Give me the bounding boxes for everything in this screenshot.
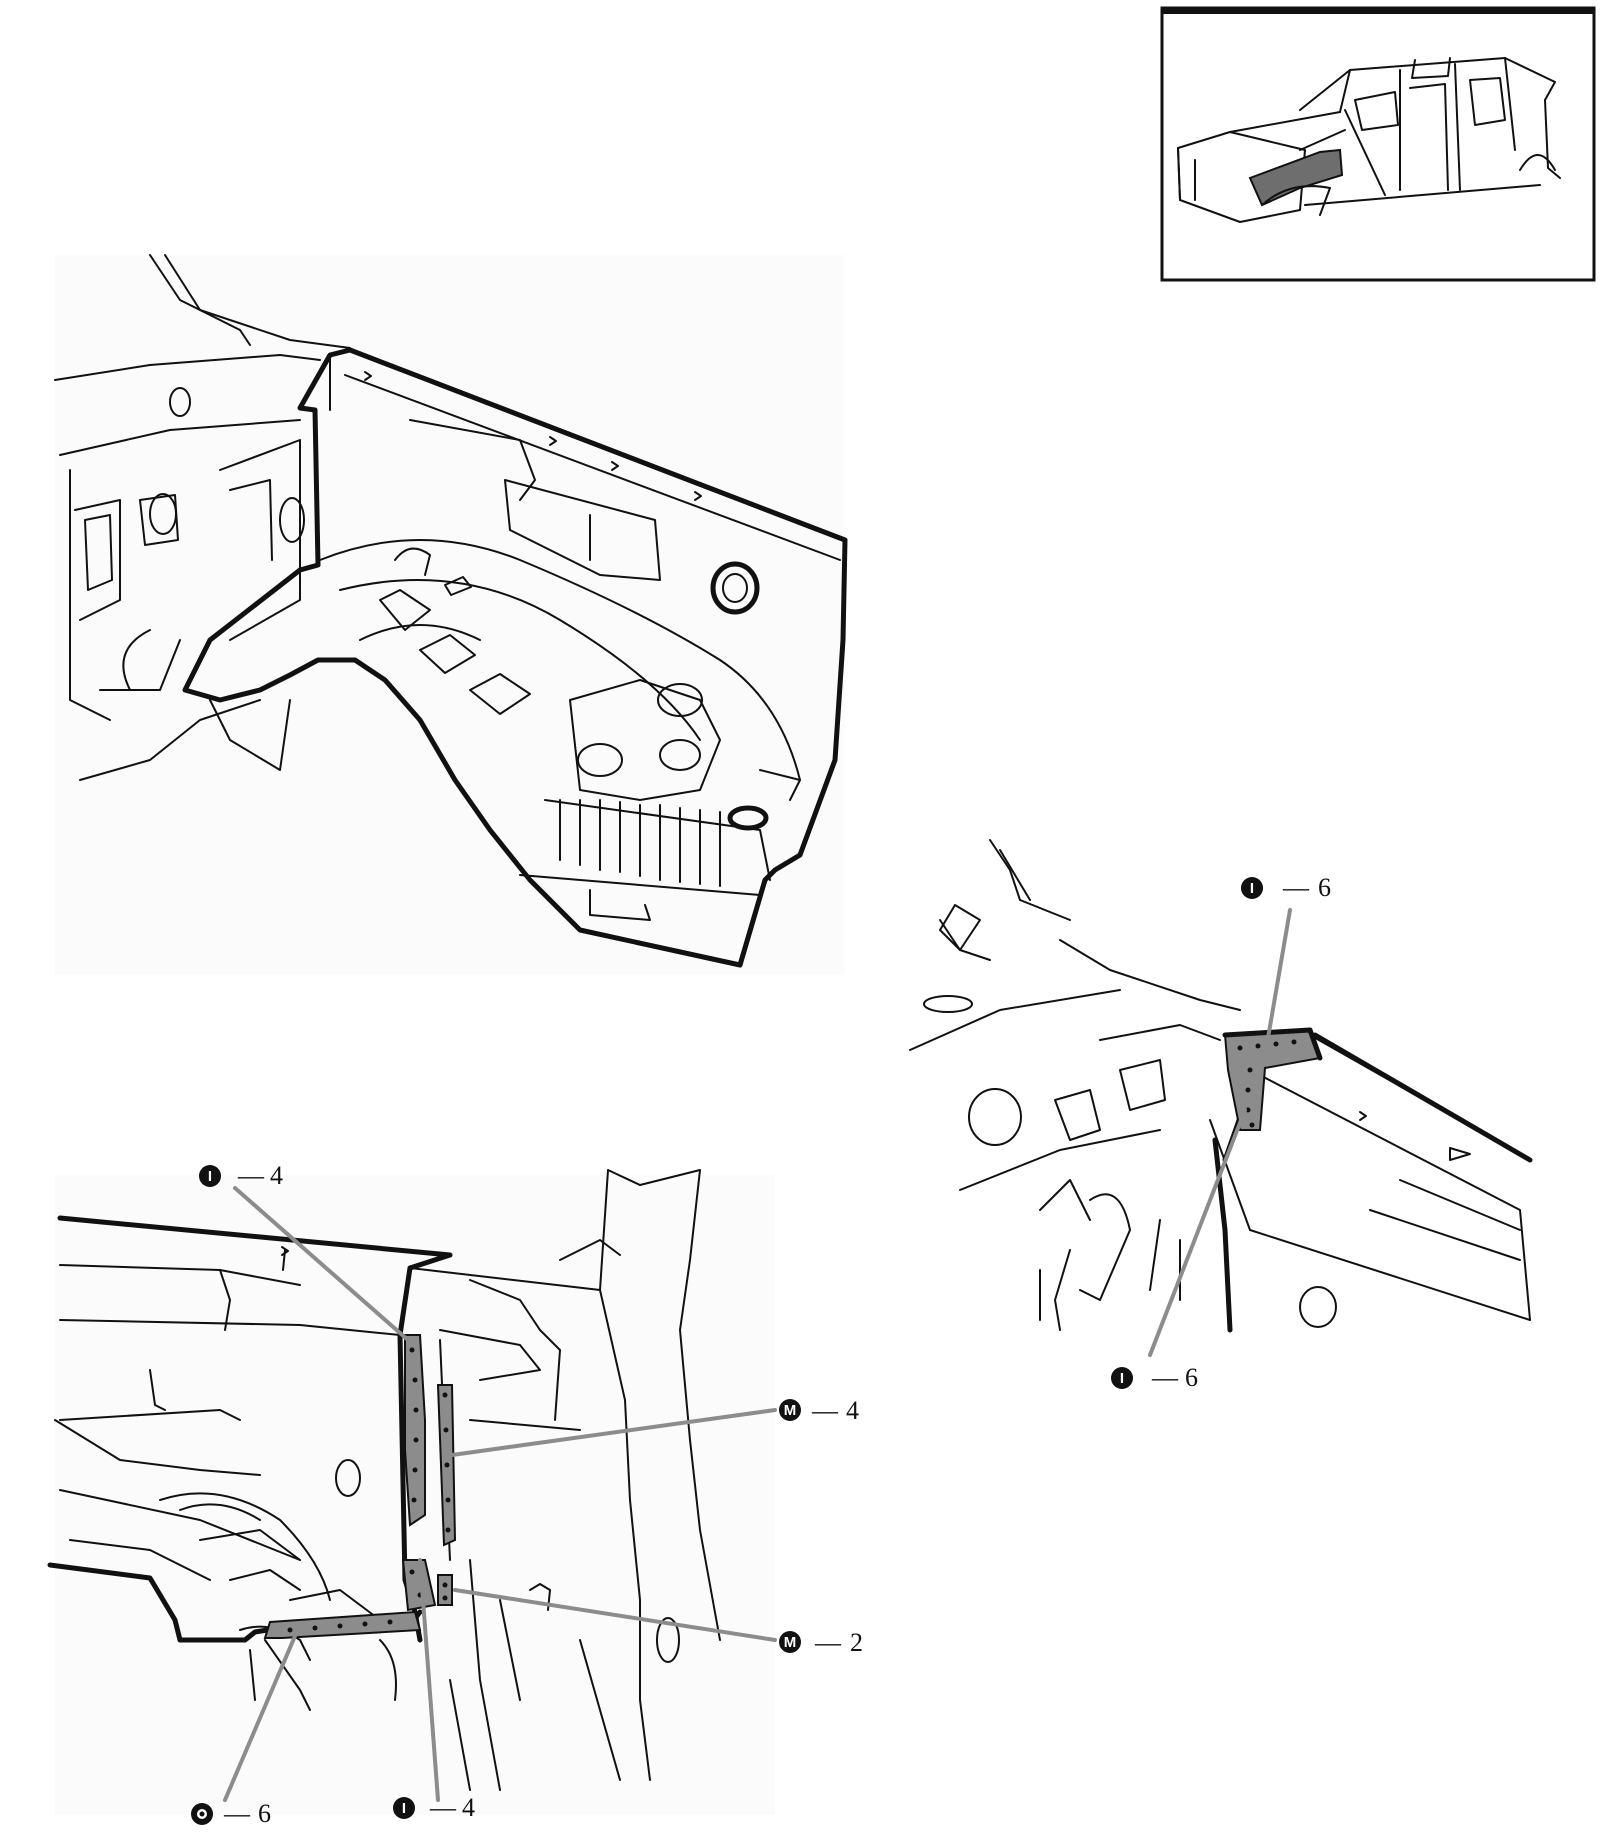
callout-sep: —: [223, 1799, 251, 1828]
callout-symbol: I: [208, 1168, 212, 1185]
callout-o-6: — 6: [191, 1799, 271, 1828]
callout-m-2: M — 2: [779, 1628, 863, 1657]
front-inner-wheelhouse-panel-icon: [54, 254, 848, 975]
callout-symbol: I: [1120, 1370, 1124, 1387]
callout-i-4-bottom: I — 4: [393, 1793, 475, 1822]
callout-symbol: M: [784, 1402, 797, 1419]
right-detail-view: I — 6 I — 6: [909, 839, 1533, 1392]
callout-count: 4: [270, 1161, 283, 1190]
callout-sep: —: [1151, 1363, 1179, 1392]
callout-sep: —: [814, 1628, 842, 1657]
callout-symbol: I: [402, 1800, 406, 1817]
lower-detail-view: I — 4 M — 4 M — 2 — 6 I — 4: [47, 1161, 863, 1828]
callout-count: 6: [258, 1799, 271, 1828]
weld-dots-lower: [287, 1347, 451, 1633]
callout-symbol: M: [784, 1634, 797, 1651]
vehicle-body-shell-icon: [1177, 57, 1561, 223]
callout-count: 2: [850, 1628, 863, 1657]
locator-inset: [1160, 6, 1596, 282]
callout-m-4: M — 4: [779, 1396, 859, 1425]
callout-count: 6: [1318, 873, 1331, 902]
callout-sep: —: [429, 1793, 457, 1822]
callout-count: 6: [1185, 1363, 1198, 1392]
weld-dots: [1237, 1039, 1297, 1128]
callout-sep: —: [811, 1396, 839, 1425]
callout-i-6-top: I — 6: [1241, 873, 1331, 902]
callout-count: 4: [846, 1396, 859, 1425]
callout-i-4-top: I — 4: [199, 1161, 283, 1190]
callout-symbol: I: [1250, 880, 1254, 897]
callout-sep: —: [1282, 873, 1310, 902]
callout-sep: —: [237, 1161, 265, 1190]
callout-count: 4: [462, 1793, 475, 1822]
callout-i-6-bottom: I — 6: [1111, 1363, 1198, 1392]
